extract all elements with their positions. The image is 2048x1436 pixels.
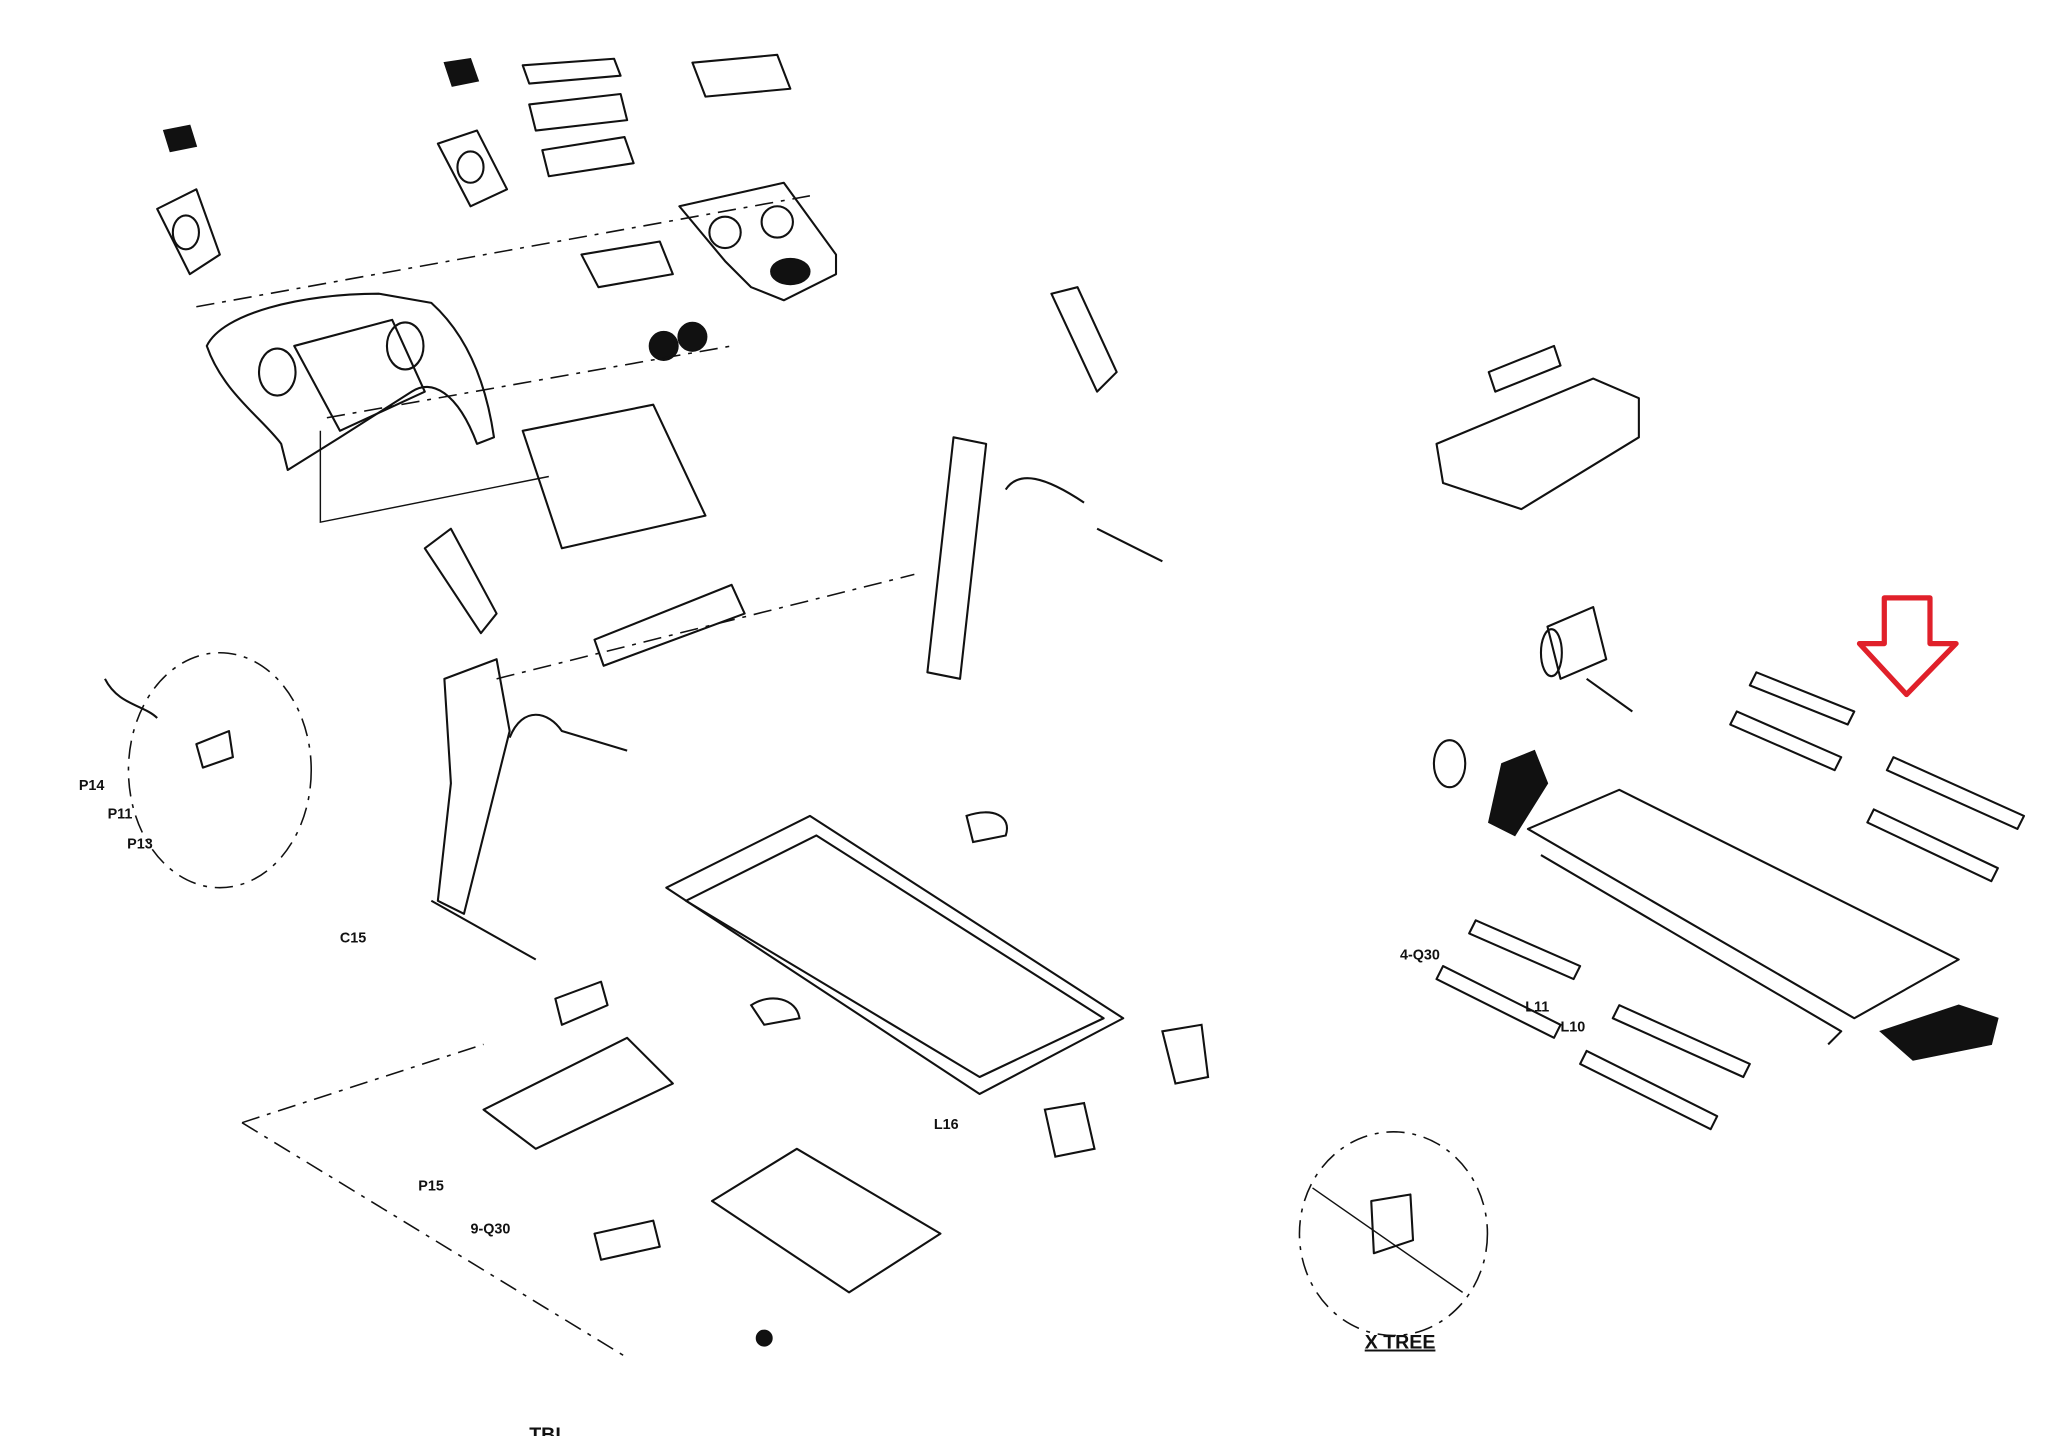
main-console <box>648 181 838 361</box>
left-upright <box>423 527 628 961</box>
rear-frame <box>593 1147 942 1347</box>
base-frame <box>665 811 1210 1158</box>
callout-label: L11 <box>1525 1000 1549 1016</box>
callout-label: 9-Q30 <box>470 1222 510 1238</box>
callout-label: C15 <box>340 931 366 947</box>
crossbar <box>496 403 915 680</box>
callout-label: P11 <box>108 807 133 823</box>
callout-label: L16 <box>934 1117 959 1133</box>
callout-label: P15 <box>418 1179 444 1195</box>
detail-caption: X TREE <box>1365 1332 1436 1354</box>
right-upright <box>926 286 1163 680</box>
display-panels <box>521 53 792 289</box>
callout-label: P14 <box>79 778 105 794</box>
callout-label: P13 <box>127 837 153 853</box>
left-cupholder <box>156 124 221 276</box>
console-hood <box>205 292 496 472</box>
motor-tray <box>241 980 674 1359</box>
callout-label: L10 <box>1561 1019 1586 1035</box>
running-deck <box>1487 749 1999 1061</box>
drive-motor <box>1432 605 1633 789</box>
sensor-detail-circle <box>1298 1131 1489 1337</box>
bottom-caption: TBL <box>529 1424 567 1436</box>
motor-hood <box>1435 344 1640 511</box>
power-detail-circle <box>104 651 313 889</box>
right-cupholder <box>436 58 509 208</box>
highlight-arrow-icon <box>1856 595 1959 698</box>
callout-label: 4-Q30 <box>1400 948 1440 964</box>
side-rails <box>1435 671 2026 1131</box>
